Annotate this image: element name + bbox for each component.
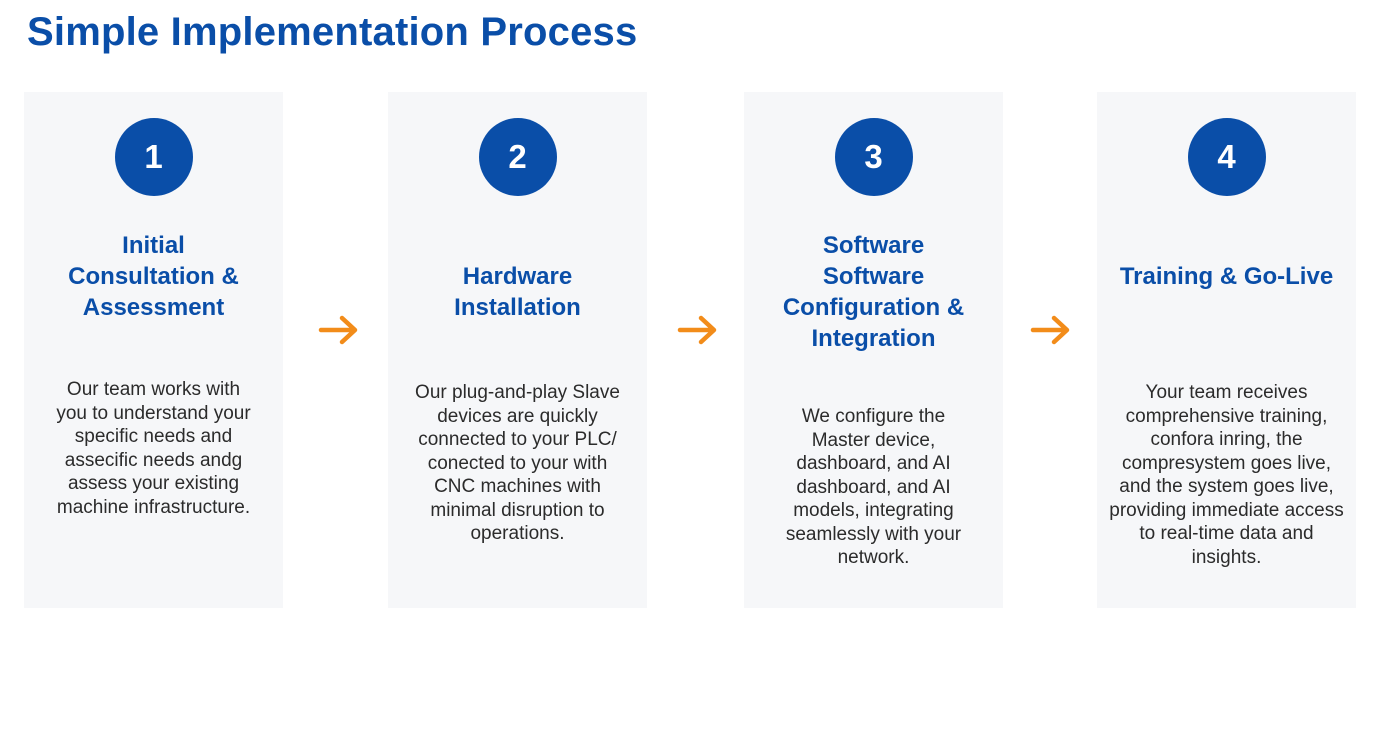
step-description-line: dashboard, and AI — [796, 453, 951, 474]
step-title-line: Consultation & — [68, 263, 239, 290]
step-description-line: operations. — [470, 523, 565, 544]
step-description-line: Our plug-and-play Slave — [415, 382, 620, 403]
step-description-line: minimal disruption to — [430, 499, 605, 521]
step-description-line: Your team receives — [1145, 382, 1308, 403]
step-card-1: 1 Initial Consultation & Assessment Our … — [24, 92, 283, 608]
step-title-line: Hardware — [462, 263, 573, 290]
step-title-line: Assessment — [82, 294, 225, 321]
step-description-line: Our team works with — [66, 379, 241, 400]
step-description-line: providing immediate access — [1109, 499, 1344, 521]
step-description-line: assess your existing — [67, 473, 240, 494]
step-description-line: compresystem goes live, — [1121, 452, 1332, 474]
page-title: Simple Implementation Process — [27, 10, 638, 54]
step-title-line: Software — [822, 232, 925, 259]
step-description-line: machine infrastructure. — [56, 496, 251, 518]
step-title-line: Installation — [454, 294, 581, 321]
step-number-badge: 3 — [834, 118, 913, 196]
step-title: Training & Go-Live — [1097, 261, 1356, 401]
step-title-line: Initial — [122, 232, 185, 259]
step-card-4: 4 Training & Go-Live Your team receives … — [1097, 92, 1356, 608]
step-title: Initial Consultation & Assessment — [30, 230, 277, 370]
step-description-line: confora inring, the — [1150, 429, 1303, 450]
step-description-line: assecific needs andg — [64, 449, 243, 471]
step-description-line: devices are quickly — [437, 405, 598, 427]
step-description: Our plug-and-play Slave devices are quic… — [394, 381, 641, 546]
step-description-line: insights. — [1191, 546, 1262, 568]
step-title-line: Software — [822, 263, 925, 290]
step-description-line: and the system goes live, — [1119, 476, 1334, 497]
step-description-line: models, integrating — [793, 500, 954, 521]
step-description-line: We configure the — [801, 406, 946, 427]
step-description-line: comprehensive training, — [1125, 405, 1328, 427]
step-title-line: Integration — [811, 325, 936, 352]
step-description-line: you to understand your — [56, 402, 251, 424]
step-description-line: seamlessly with your — [785, 523, 962, 545]
step-title: Hardware Installation — [394, 261, 641, 401]
step-description: Our team works with you to understand yo… — [30, 378, 277, 519]
step-description-line: network. — [837, 547, 910, 568]
step-description: We configure the Master device, dashboar… — [750, 405, 997, 570]
step-description-line: Master device, — [811, 429, 936, 451]
step-description-line: conected to your with — [427, 452, 608, 474]
step-description-line: to real-time data and — [1139, 523, 1314, 544]
step-number-badge: 2 — [478, 118, 557, 196]
step-description-line: dashboard, and AI — [796, 476, 951, 498]
arrow-right-icon — [1030, 315, 1070, 345]
arrow-right-icon — [318, 315, 358, 345]
step-title-line: Training & Go-Live — [1119, 263, 1334, 290]
arrow-right-icon — [677, 315, 717, 345]
step-description: Your team receives comprehensive trainin… — [1097, 381, 1356, 569]
step-card-3: 3 Software Software Configuration & Inte… — [744, 92, 1003, 608]
step-number-badge: 1 — [114, 118, 193, 196]
step-title: Software Software Configuration & Integr… — [750, 230, 997, 370]
step-description-line: connected to your PLC/ — [418, 429, 617, 450]
step-card-2: 2 Hardware Installation Our plug-and-pla… — [388, 92, 647, 608]
step-title-line: Configuration & — [782, 294, 965, 321]
step-description-line: CNC machines with — [434, 476, 601, 497]
step-description-line: specific needs and — [74, 426, 233, 447]
step-number-badge: 4 — [1187, 118, 1266, 196]
